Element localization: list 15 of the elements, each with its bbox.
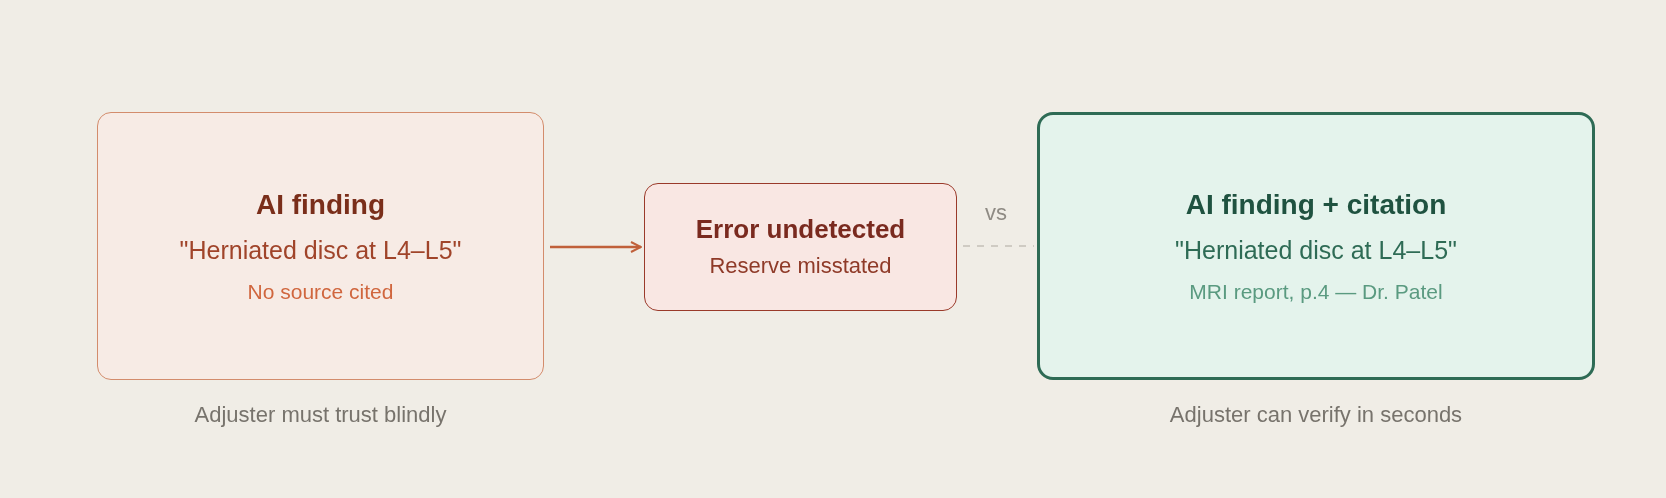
quote-text: "Herniated disc at L4–L5" [179,235,462,266]
caption-text: Adjuster can verify in seconds [1168,402,1464,428]
dashed-connector [962,245,1035,247]
caption-text: Adjuster must trust blindly [193,402,448,428]
card [1037,112,1595,380]
note-text: No source cited [247,279,394,305]
card [97,112,544,380]
heading: Error undetected [695,214,906,246]
quote-text: Reserve misstated [709,253,892,280]
arrow [550,241,642,253]
note-text: MRI report, p.4 — Dr. Patel [1189,279,1443,305]
heading: AI finding [255,187,386,222]
card [644,183,957,311]
quote-text: "Herniated disc at L4–L5" [1175,235,1457,266]
heading: AI finding + citation [1185,187,1447,222]
